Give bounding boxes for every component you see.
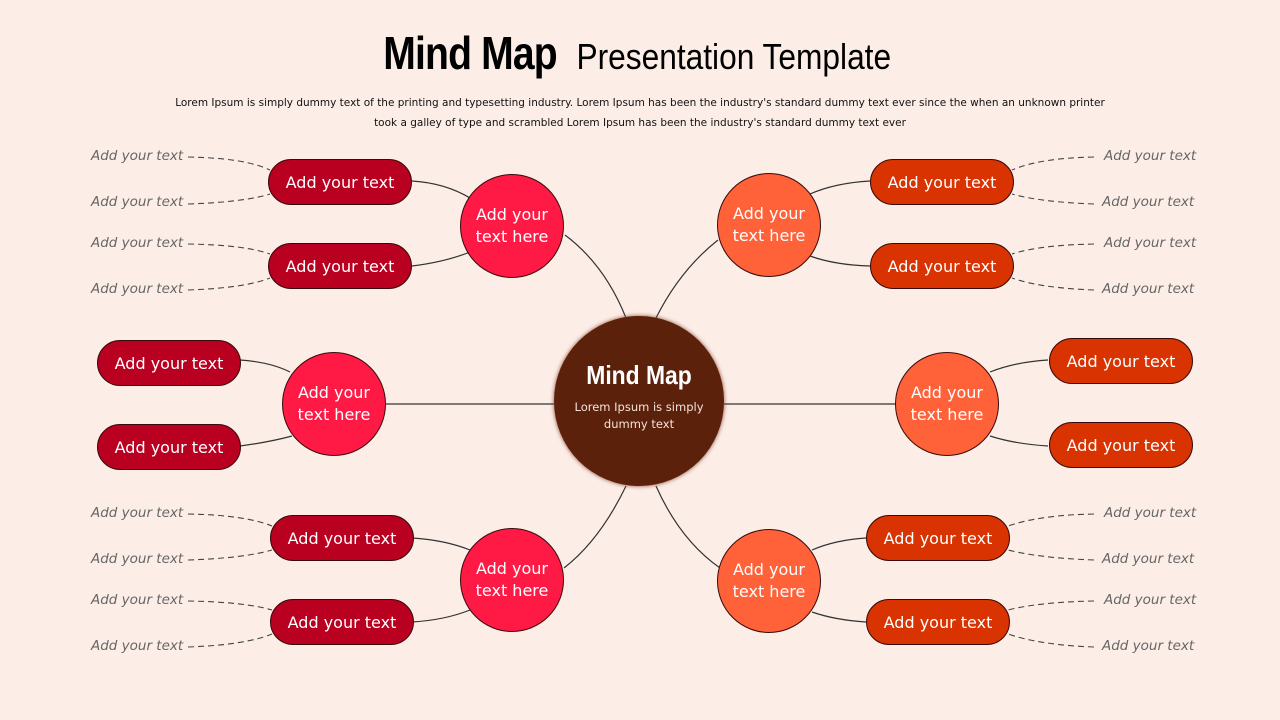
pill-middle-left-2[interactable]: Add your text (97, 424, 241, 470)
pill-top-left-2[interactable]: Add your text (268, 243, 412, 289)
leaf-bottom-left-2[interactable]: Add your text (91, 551, 184, 567)
leaf-bottom-right-4[interactable]: Add your text (1102, 638, 1195, 654)
subtitle-line-2: took a galley of type and scrambled Lore… (374, 117, 906, 129)
leaf-bottom-left-1[interactable]: Add your text (91, 505, 184, 521)
leaf-top-right-1[interactable]: Add your text (1104, 148, 1197, 164)
leaf-top-left-3[interactable]: Add your text (91, 235, 184, 251)
pill-middle-right-1[interactable]: Add your text (1049, 338, 1193, 384)
leaf-top-right-4[interactable]: Add your text (1102, 281, 1195, 297)
pill-top-right-2[interactable]: Add your text (870, 243, 1014, 289)
subtitle: Lorem Ipsum is simply dummy text of the … (150, 93, 1130, 133)
pill-bottom-right-2[interactable]: Add your text (866, 599, 1010, 645)
title-light: Presentation Template (576, 36, 891, 77)
pill-middle-left-1[interactable]: Add your text (97, 340, 241, 386)
leaf-top-left-2[interactable]: Add your text (91, 194, 184, 210)
leaf-top-left-4[interactable]: Add your text (91, 281, 184, 297)
leaf-bottom-right-2[interactable]: Add your text (1102, 551, 1195, 567)
pill-top-left-1[interactable]: Add your text (268, 159, 412, 205)
center-title: Mind Map (586, 360, 692, 390)
leaf-top-left-1[interactable]: Add your text (91, 148, 184, 164)
page-title: Mind Map Presentation Template (0, 26, 1280, 80)
pill-bottom-left-1[interactable]: Add your text (270, 515, 414, 561)
leaf-top-right-2[interactable]: Add your text (1102, 194, 1195, 210)
pill-middle-right-2[interactable]: Add your text (1049, 422, 1193, 468)
leaf-bottom-right-1[interactable]: Add your text (1104, 505, 1197, 521)
leaf-top-right-3[interactable]: Add your text (1104, 235, 1197, 251)
leaf-bottom-left-3[interactable]: Add your text (91, 592, 184, 608)
subtitle-line-1: Lorem Ipsum is simply dummy text of the … (175, 97, 1105, 109)
pill-bottom-right-1[interactable]: Add your text (866, 515, 1010, 561)
pill-top-right-1[interactable]: Add your text (870, 159, 1014, 205)
pill-bottom-left-2[interactable]: Add your text (270, 599, 414, 645)
leaf-bottom-right-3[interactable]: Add your text (1104, 592, 1197, 608)
leaf-bottom-left-4[interactable]: Add your text (91, 638, 184, 654)
title-bold: Mind Map (382, 27, 557, 79)
